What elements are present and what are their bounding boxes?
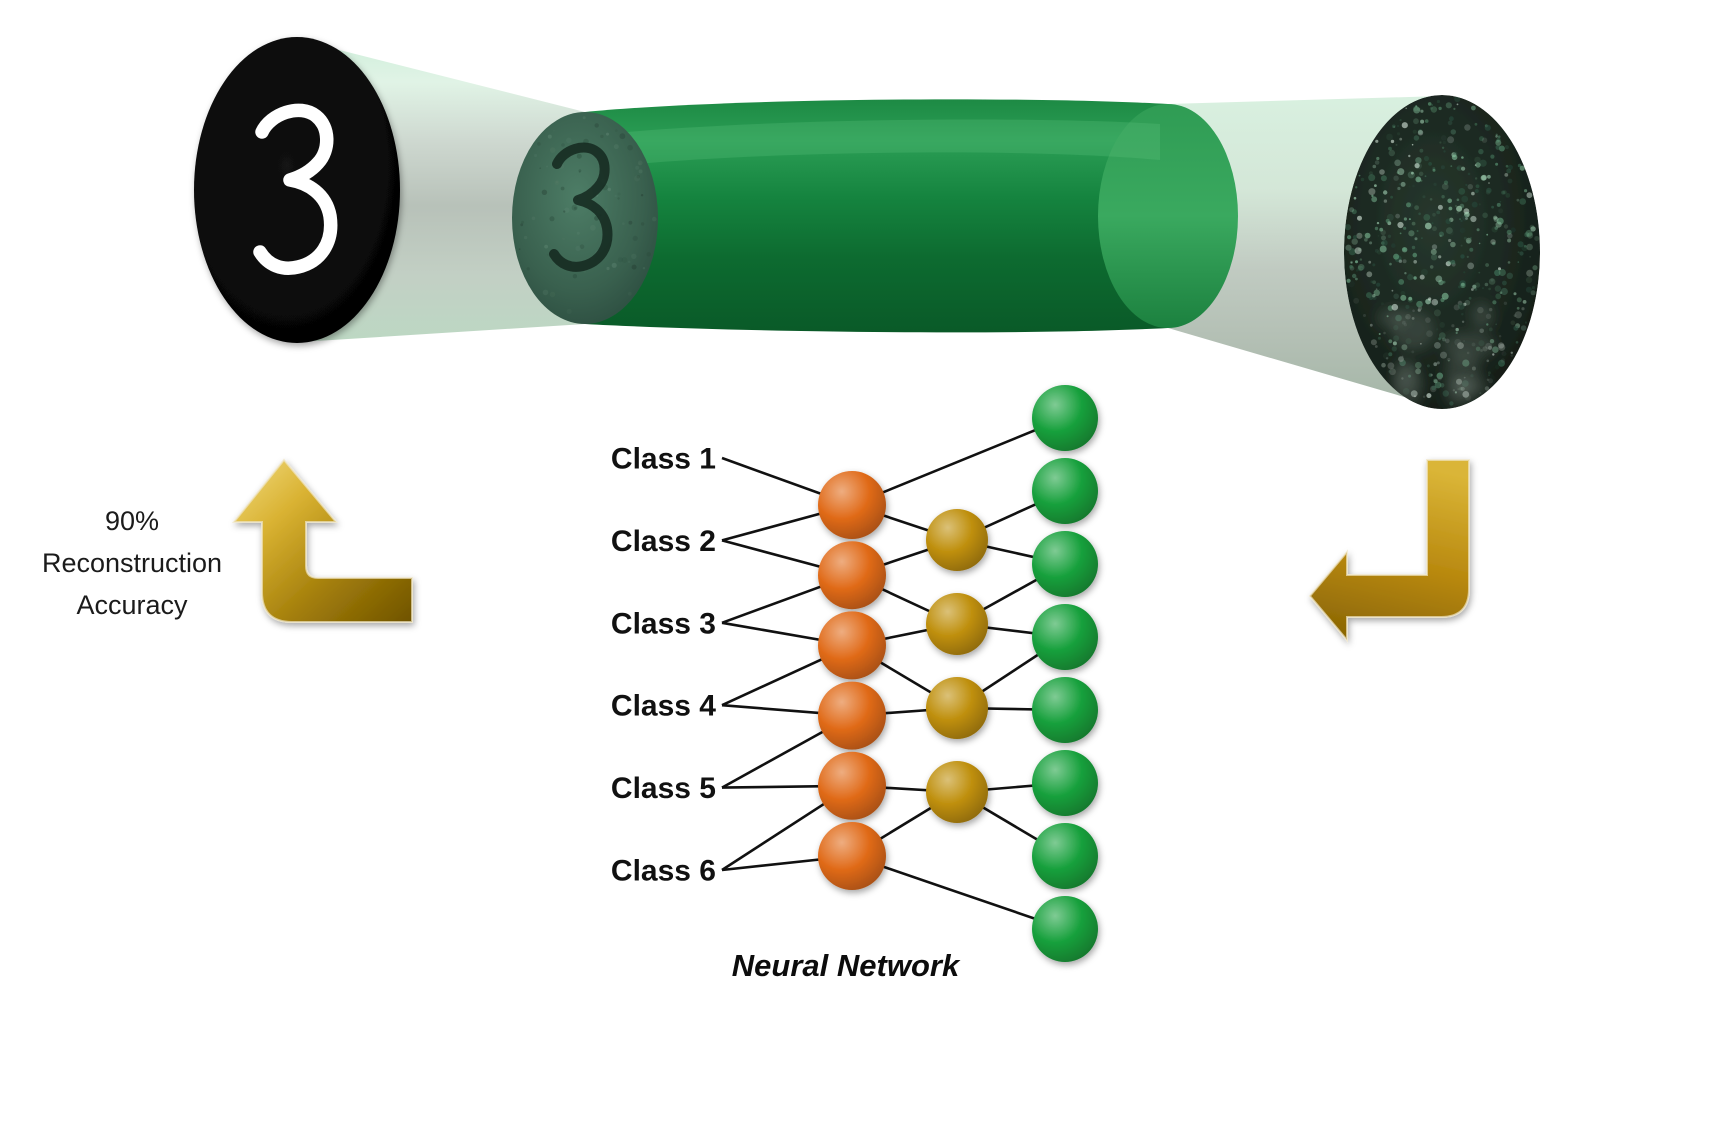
fiber-entrance-face [512,112,658,324]
output-node-1 [1032,385,1098,451]
hidden1-node-5 [818,751,886,820]
accuracy-line-reconstruction: Reconstruction [41,547,223,578]
output-node-7 [1032,823,1098,889]
fiber-output-down-arrow [1308,459,1470,643]
input-disc-ellipse [194,37,400,343]
nn-class-labels: Class 1 Class 2 Class 3 Class 4 Class 5 Class… [611,443,716,888]
nn-connections [721,416,1066,931]
output-node-5 [1032,677,1098,743]
nn-class-label-1: Class 1 [611,443,716,476]
digit-3-input [253,103,338,275]
fiber-cylinder-end-cap [1098,104,1238,328]
accuracy-line-accuracy: Accuracy [76,589,188,620]
output-layer [1032,385,1098,962]
hidden2-node-1 [926,509,988,571]
hidden1-node-1 [818,471,886,539]
speckle-output-face [1344,95,1540,409]
hidden1-node-4 [818,681,886,750]
fiber-cylinder-highlight [595,119,1160,168]
accuracy-label: 90% Reconstruction Accuracy [8,501,256,627]
output-node-2 [1032,458,1098,524]
nn-edge [851,854,1066,931]
speckle-pattern [1344,95,1540,409]
fiber-cylinder [585,99,1168,333]
output-node-4 [1032,604,1098,670]
nn-class-label-4: Class 4 [611,690,716,723]
output-node-6 [1032,750,1098,816]
neural-network-caption: Neural Network [731,948,960,983]
hidden1-node-3 [818,611,886,680]
hidden2-node-4 [926,761,988,823]
hidden1-node-2 [818,541,886,610]
output-node-8 [1032,896,1098,962]
nn-edge [851,416,1066,507]
nn-class-label-2: Class 2 [611,525,716,558]
accuracy-line-percent: 90% [104,506,160,536]
hidden1-node-6 [818,822,886,890]
digit-3-fiber-face [549,142,613,272]
nn-class-label-5: Class 5 [611,772,716,805]
hidden2-node-3 [926,677,988,739]
fiber-face-ellipse [512,112,658,324]
output-node-3 [1032,531,1098,597]
hidden1-layer [818,471,886,890]
nn-class-label-6: Class 6 [611,855,716,888]
hidden2-layer [926,509,988,823]
hidden2-node-2 [926,593,988,655]
neural-network-diagram: Class 1 Class 2 Class 3 Class 4 Class 5 Class… [611,385,1098,962]
reconstruction-up-arrow [231,458,413,623]
input-digit-disc [194,37,400,343]
nn-class-label-3: Class 3 [611,607,716,640]
speckle-base [1344,95,1540,409]
